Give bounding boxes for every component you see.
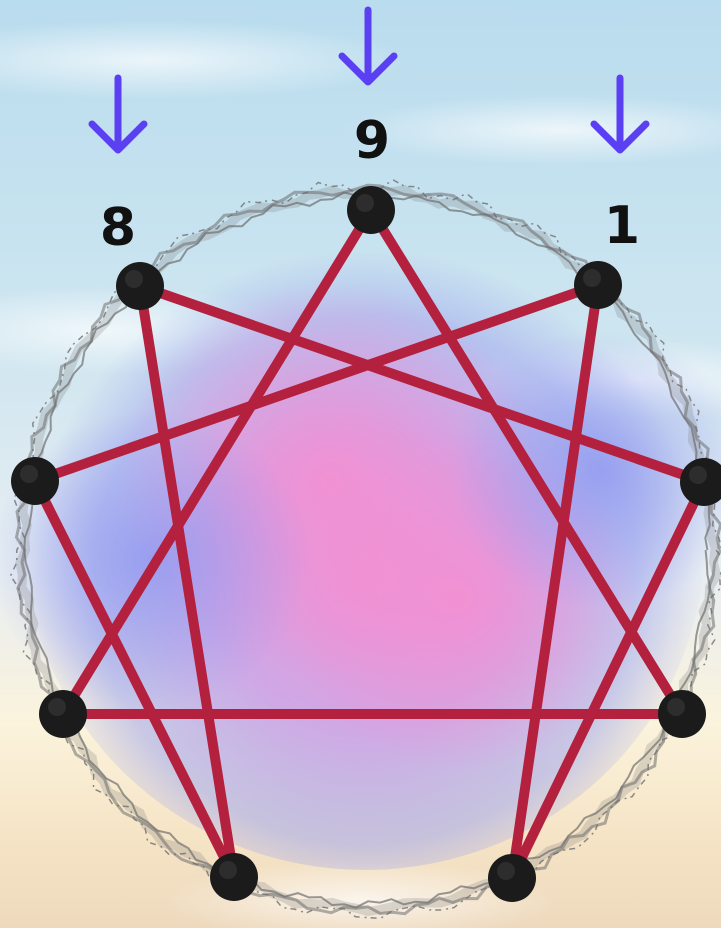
point-label-1: 1 [604, 196, 640, 256]
point-3 [658, 690, 706, 738]
point-4 [488, 854, 536, 902]
point-label-8: 8 [100, 198, 136, 258]
point-label-9: 9 [354, 111, 390, 171]
point-7 [11, 457, 59, 505]
point-1 [574, 261, 622, 309]
point-8 [116, 262, 164, 310]
point-5 [210, 853, 258, 901]
point-9 [347, 186, 395, 234]
point-6 [39, 690, 87, 738]
